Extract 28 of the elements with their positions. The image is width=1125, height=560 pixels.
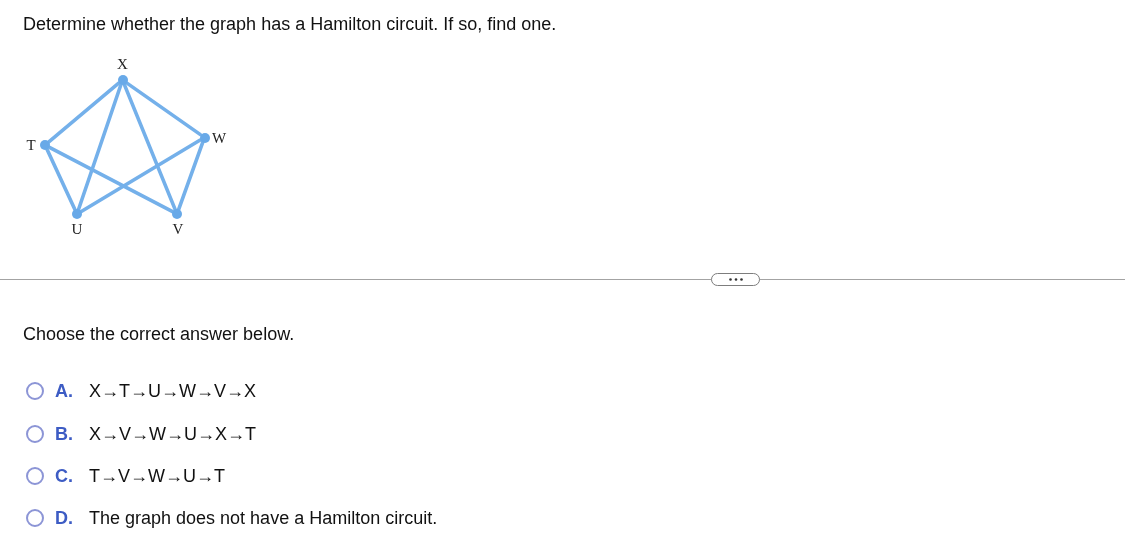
vertex-label: X bbox=[117, 56, 128, 72]
graph-edge bbox=[47, 145, 175, 214]
graph-edge bbox=[76, 82, 123, 212]
graph-edge bbox=[176, 140, 205, 212]
option-text: The graph does not have a Hamilton circuit. bbox=[89, 507, 438, 529]
option-text: X→T→U→W→V→X bbox=[89, 380, 256, 402]
vertex-label: W bbox=[211, 130, 227, 146]
vertex-dot bbox=[199, 132, 210, 143]
vertex-dot bbox=[72, 209, 82, 219]
graph-edge bbox=[45, 147, 77, 212]
question-text: Determine whether the graph has a Hamilton circuit. If so, find one. bbox=[23, 13, 557, 35]
vertex-dot bbox=[172, 209, 182, 219]
graph-edge bbox=[79, 138, 202, 214]
option-letter: B. bbox=[55, 423, 73, 445]
option-text: X→V→W→U→X→T bbox=[89, 423, 256, 445]
option-letter: A. bbox=[55, 380, 73, 402]
graph-edge bbox=[122, 82, 177, 212]
vertex-label: T bbox=[26, 137, 36, 153]
vertex-label: U bbox=[71, 221, 83, 237]
option-text: T→V→W→U→T bbox=[89, 465, 225, 487]
instruction-text: Choose the correct answer below. bbox=[23, 323, 295, 345]
vertex-dot bbox=[117, 75, 128, 85]
graph-edge bbox=[124, 81, 203, 137]
graph-edge bbox=[47, 81, 121, 144]
option-letter: C. bbox=[55, 465, 73, 487]
vertex-label: V bbox=[172, 221, 184, 237]
vertex-dot bbox=[40, 140, 50, 150]
option-letter: D. bbox=[55, 507, 73, 529]
